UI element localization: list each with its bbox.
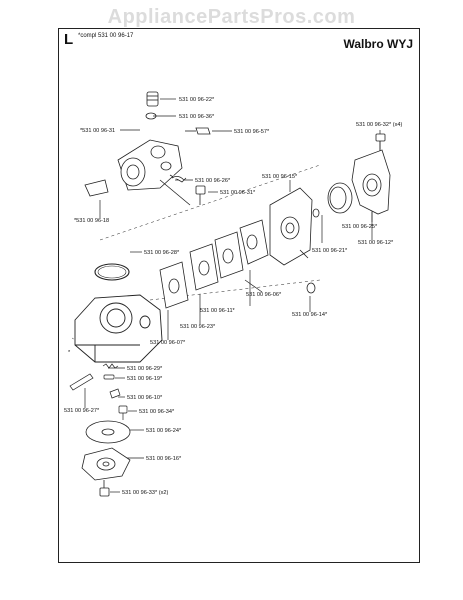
label-p27: 531 00 96-27*	[64, 408, 100, 414]
label-p24: 531 00 96-24*	[146, 428, 182, 434]
metering-diaphragm-icon	[85, 420, 131, 444]
label-p29: 531 00 96-29*	[127, 366, 163, 372]
label-p06: 531 00 96-06*	[246, 292, 282, 298]
o-ring-icon	[94, 263, 130, 281]
label-p21: 531 00 96-21*	[312, 248, 348, 254]
label-p10: 531 00 96-10*	[127, 395, 163, 401]
label-p16: 531 00 96-16*	[146, 456, 182, 462]
cover-bottom-screw-icon	[99, 480, 110, 497]
label-p15: 531 00 96-15*	[262, 174, 298, 180]
label-p32: 531 00 96-32* (x4)	[356, 122, 402, 128]
metering-cover-icon	[351, 149, 391, 215]
label-p31: *531 00 96-31	[80, 128, 115, 134]
diagram-frame	[58, 28, 420, 563]
watermark: AppliancePartsPros.com	[107, 6, 356, 28]
washer-icon	[145, 112, 157, 120]
label-p28: 531 00 96-28*	[144, 250, 180, 256]
label-p22: 531 00 96-22*	[179, 97, 215, 103]
label-p23: 531 00 96-23*	[180, 324, 216, 330]
section-letter: L	[64, 31, 74, 48]
carburetor-body-icon	[74, 294, 163, 363]
o-ring-inner-icon	[97, 265, 127, 279]
needle-icon	[103, 374, 115, 380]
idle-screw-cap-icon	[146, 91, 159, 107]
label-p33: 531 00 96-33* (x2)	[122, 490, 168, 496]
plug-icon	[306, 282, 316, 294]
gasket-11-hole-icon	[222, 248, 234, 264]
diaphragm-icon	[327, 182, 353, 214]
metering-cover-bottom-icon	[81, 447, 131, 481]
gasket-07-hole-icon	[168, 278, 180, 294]
pin-icon	[69, 373, 94, 391]
label-p36: 531 00 96-36*	[179, 114, 215, 120]
label-p25: 531 00 96-25*	[342, 224, 378, 230]
label-p34: 531 00 96-34*	[139, 409, 175, 415]
spring-icon	[102, 363, 119, 369]
screw-icon	[185, 127, 211, 135]
throttle-lever-assembly-icon	[84, 139, 191, 206]
model-title: Walbro WYJ	[343, 37, 413, 51]
label-p07: 531 00 96-07*	[150, 340, 186, 346]
inlet-needle-icon	[312, 208, 320, 218]
lever-screw-icon	[171, 176, 206, 205]
label-p26: 531 00 96-26*	[195, 178, 231, 184]
screw-34-icon	[118, 405, 128, 420]
label-p18: *531 00 96-18	[74, 218, 109, 224]
label-p14: 531 00 96-14*	[292, 312, 328, 318]
lever-icon	[109, 388, 121, 399]
label-p31b: 531 00 96-31*	[220, 190, 256, 196]
pump-cover-icon	[269, 187, 313, 266]
gasket-23-hole-icon	[198, 260, 210, 276]
label-p57: 531 00 96-57*	[234, 129, 270, 135]
label-p12: 531 00 96-12*	[358, 240, 394, 246]
star-marker: *	[68, 350, 71, 356]
compl-note: *compl 531 00 96-17	[78, 33, 134, 39]
gasket-06-hole-icon	[246, 234, 258, 250]
label-p11: 531 00 96-11*	[200, 308, 236, 314]
label-p19: 531 00 96-19*	[127, 376, 163, 382]
